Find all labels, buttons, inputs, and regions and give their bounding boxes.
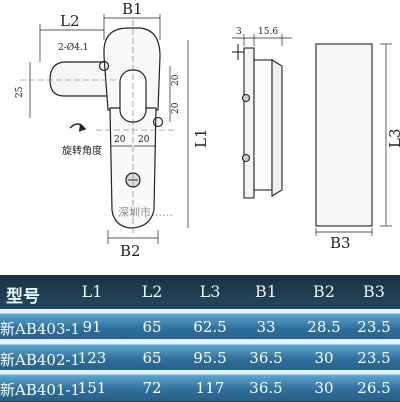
rotation-arrow-icon (69, 123, 87, 132)
row-l2: 72 (142, 379, 162, 397)
header-b1: B1 (255, 282, 277, 301)
handle-arm (49, 61, 111, 97)
table-header: 型号 L1 L2 L3 B1 B2 B3 (0, 275, 400, 309)
dim-label-l3: L3 (386, 128, 400, 148)
row-l3: 95.5 (193, 349, 227, 367)
dim-label-b3: B3 (330, 234, 351, 252)
side-dims (232, 34, 292, 46)
side-view (232, 44, 283, 199)
row-gap (0, 370, 400, 374)
header-b2: B2 (313, 282, 335, 301)
row-l1: 91 (82, 318, 102, 336)
mount-hole-bottom (152, 116, 164, 128)
row-l1: 123 (77, 349, 107, 367)
row-l3: 117 (195, 379, 225, 397)
spec-table: 型号 L1 L2 L3 B1 B2 B3 新AB403-1 91 65 62.5… (0, 275, 400, 402)
mount-hole-top (98, 60, 110, 72)
header-l1: L1 (81, 282, 103, 301)
row-l1: 151 (77, 379, 107, 397)
technical-drawing: L2 B1 2-Ø4.1 25 20 20 20 20 旋转角度 L1 B2 3… (15, 0, 400, 260)
row-b1: 33 (256, 318, 276, 336)
dim-label-b1: B1 (122, 0, 143, 18)
row-l3: 62.5 (193, 318, 227, 336)
dim-label-l1: L1 (192, 128, 210, 148)
row-gap (0, 339, 400, 344)
header-l3: L3 (199, 282, 221, 301)
dim-label-20-lower: 20 (171, 102, 181, 114)
dim-label-holes: 2-Ø4.1 (58, 42, 88, 53)
dim-label-20-a: 20 (114, 135, 126, 145)
row-b1: 36.5 (249, 379, 283, 397)
dim-label-l2: L2 (60, 12, 80, 30)
profile-body (315, 43, 373, 227)
rotation-label: 旋转角度 (62, 144, 102, 157)
row-l2: 65 (142, 349, 162, 367)
row-b2: 30 (314, 349, 334, 367)
side-plate (243, 47, 255, 199)
dim-label-20-b: 20 (138, 135, 150, 145)
row-b1: 36.5 (249, 349, 283, 367)
center-lines (20, 20, 176, 236)
header-model: 型号 (6, 287, 40, 307)
dim-label-3: 3 (236, 27, 242, 37)
header-l2: L2 (141, 282, 163, 301)
table-row: 新AB402-1 123 65 95.5 36.5 30 23.5 (0, 344, 400, 372)
watermark: 深圳市…… (118, 205, 173, 219)
row-b2: 28.5 (307, 318, 341, 336)
dim-label-20-upper: 20 (171, 74, 181, 86)
row-l2: 65 (142, 318, 162, 336)
dim-label-25: 25 (15, 86, 25, 98)
table-row: 新AB401-1 151 72 117 36.5 30 26.5 (0, 374, 400, 402)
dim-label-15-6: 15.6 (258, 27, 278, 37)
header-b3: B3 (363, 282, 385, 301)
row-gap (0, 309, 400, 313)
row-b2: 30 (314, 379, 334, 397)
row-b3: 23.5 (357, 318, 391, 336)
row-model: 新AB403-1 (0, 320, 81, 338)
front-view (49, 27, 164, 229)
row-b3: 26.5 (357, 379, 391, 397)
table-row: 新AB403-1 91 65 62.5 33 28.5 23.5 (0, 313, 400, 341)
profile-view (315, 43, 392, 236)
row-model: 新AB401-1 (0, 381, 81, 399)
dim-label-b2: B2 (120, 242, 141, 260)
row-model: 新AB402-1 (0, 351, 81, 369)
row-b3: 23.5 (357, 349, 391, 367)
dimension-lines (29, 14, 189, 244)
